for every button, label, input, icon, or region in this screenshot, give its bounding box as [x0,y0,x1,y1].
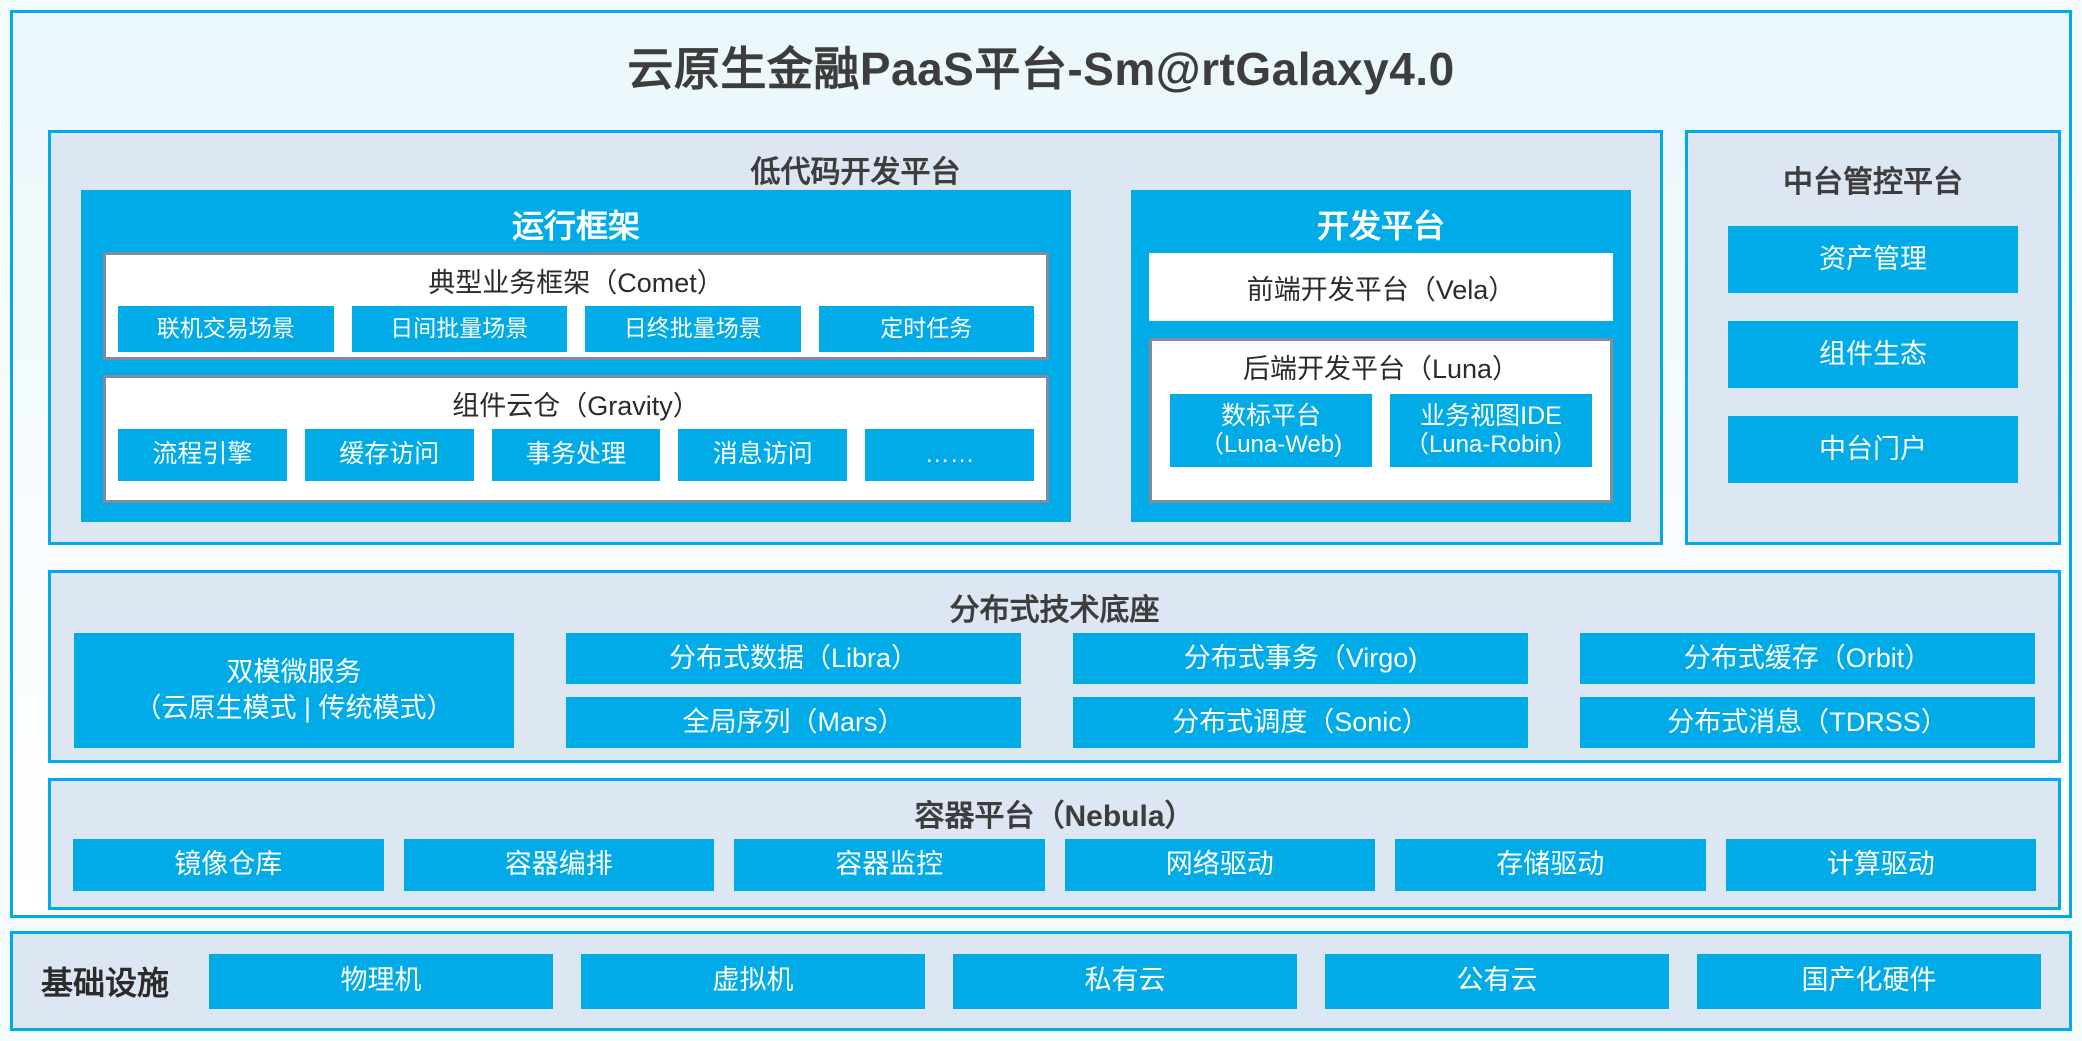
comet-item-scheduled-task[interactable]: 定时任务 [818,306,1034,352]
dtb-column-1: 分布式数据（Libra） 全局序列（Mars） [566,633,1021,748]
midoffice-item-component-ecosystem[interactable]: 组件生态 [1728,321,2018,388]
comet-business-framework-box: 典型业务框架（Comet） 联机交易场景 日间批量场景 日终批量场景 定时任务 [103,252,1049,360]
frontend-dev-platform-vela[interactable]: 前端开发平台（Vela） [1149,253,1613,321]
gravity-item-row: 流程引擎 缓存访问 事务处理 消息访问 …… [106,429,1046,481]
dtb-item-distributed-scheduling-sonic[interactable]: 分布式调度（Sonic） [1073,697,1528,748]
comet-title: 典型业务框架（Comet） [428,268,724,298]
development-platform-title: 开发平台 [1316,208,1445,244]
container-item-monitoring[interactable]: 容器监控 [734,839,1045,891]
infrastructure-label: 基础设施 [41,965,170,1001]
infra-item-private-cloud[interactable]: 私有云 [953,953,1298,1009]
luna-web-code: （Luna-Web) [1199,431,1343,459]
gravity-component-cloud-box: 组件云仓（Gravity） 流程引擎 缓存访问 事务处理 消息访问 …… [103,375,1049,503]
gravity-item-process-engine[interactable]: 流程引擎 [118,429,287,481]
container-item-network-driver[interactable]: 网络驱动 [1064,839,1375,891]
dtb-item-distributed-cache-orbit[interactable]: 分布式缓存（Orbit） [1580,633,2035,684]
luna-web-name: 数标平台 [1220,401,1321,430]
gravity-title: 组件云仓（Gravity） [452,391,700,421]
backend-dev-platform-luna-box: 后端开发平台（Luna） 数标平台 （Luna-Web) 业务视图IDE （Lu… [1149,338,1613,503]
dtb-column-2: 分布式事务（Virgo) 分布式调度（Sonic） [1073,633,1528,748]
infra-item-physical-machine[interactable]: 物理机 [209,953,554,1009]
distributed-tech-base-body: 双模微服务 （云原生模式 | 传统模式） 分布式数据（Libra） 全局序列（M… [74,633,2035,748]
dtb-item-distributed-data-libra[interactable]: 分布式数据（Libra） [566,633,1021,684]
dual-mode-microservice-line1: 双模微服务 [226,656,362,687]
dtb-item-distributed-transaction-virgo[interactable]: 分布式事务（Virgo) [1073,633,1528,684]
comet-item-online-transaction[interactable]: 联机交易场景 [118,306,334,352]
development-platform-card: 开发平台 前端开发平台（Vela） 后端开发平台（Luna） 数标平台 （Lun… [1131,190,1631,522]
infra-item-virtual-machine[interactable]: 虚拟机 [581,953,926,1009]
dual-mode-microservice-line2: （云原生模式 | 传统模式） [134,692,454,723]
midoffice-platform-title: 中台管控平台 [1783,166,1963,199]
midoffice-item-list: 资产管理 组件生态 中台门户 [1688,226,2058,483]
midoffice-item-asset-management[interactable]: 资产管理 [1728,226,2018,293]
dtb-item-global-sequence-mars[interactable]: 全局序列（Mars） [566,697,1021,748]
distributed-tech-base-title: 分布式技术底座 [949,594,1160,627]
luna-robin-code: （Luna-Robin） [1404,431,1578,459]
luna-title: 后端开发平台（Luna） [1242,354,1520,384]
gravity-item-cache-access[interactable]: 缓存访问 [304,429,474,481]
runtime-framework-title: 运行框架 [511,208,640,244]
comet-item-eod-batch[interactable]: 日终批量场景 [585,306,801,352]
gravity-item-transaction-processing[interactable]: 事务处理 [491,429,661,481]
infra-item-public-cloud[interactable]: 公有云 [1325,953,1670,1009]
container-item-orchestration[interactable]: 容器编排 [403,839,714,891]
dtb-column-3: 分布式缓存（Orbit） 分布式消息（TDRSS） [1580,633,2035,748]
container-item-storage-driver[interactable]: 存储驱动 [1395,839,1706,891]
container-platform-panel: 容器平台（Nebula） 镜像仓库 容器编排 容器监控 网络驱动 存储驱动 计算… [48,778,2061,910]
container-item-compute-driver[interactable]: 计算驱动 [1725,839,2036,891]
distributed-tech-base-panel: 分布式技术底座 双模微服务 （云原生模式 | 传统模式） 分布式数据（Libra… [48,570,2061,763]
luna-item-row: 数标平台 （Luna-Web) 业务视图IDE （Luna-Robin） [1152,394,1610,467]
dtb-item-dual-mode-microservice[interactable]: 双模微服务 （云原生模式 | 传统模式） [74,633,514,748]
dtb-item-distributed-message-tdrss[interactable]: 分布式消息（TDRSS） [1580,697,2035,748]
lowcode-platform-title: 低代码开发平台 [750,156,961,189]
runtime-framework-card: 运行框架 典型业务框架（Comet） 联机交易场景 日间批量场景 日终批量场景 … [81,190,1071,522]
platform-frame: 云原生金融PaaS平台-Sm@rtGalaxy4.0 低代码开发平台 运行框架 … [10,10,2072,918]
luna-robin-name: 业务视图IDE [1420,401,1562,430]
container-item-image-registry[interactable]: 镜像仓库 [73,839,384,891]
infrastructure-bar: 基础设施 物理机 虚拟机 私有云 公有云 国产化硬件 [10,931,2072,1031]
gravity-item-message-access[interactable]: 消息访问 [678,429,848,481]
page-title: 云原生金融PaaS平台-Sm@rtGalaxy4.0 [627,43,1455,95]
gravity-item-more-ellipsis[interactable]: …… [865,429,1034,481]
luna-item-luna-robin[interactable]: 业务视图IDE （Luna-Robin） [1390,394,1592,467]
lowcode-platform-panel: 低代码开发平台 运行框架 典型业务框架（Comet） 联机交易场景 日间批量场景… [48,130,1663,545]
luna-item-luna-web[interactable]: 数标平台 （Luna-Web) [1170,394,1372,467]
comet-item-row: 联机交易场景 日间批量场景 日终批量场景 定时任务 [106,306,1046,352]
comet-item-intraday-batch[interactable]: 日间批量场景 [351,306,567,352]
infra-item-domestic-hardware[interactable]: 国产化硬件 [1697,953,2042,1009]
container-platform-title: 容器平台（Nebula） [914,800,1195,833]
container-item-row: 镜像仓库 容器编排 容器监控 网络驱动 存储驱动 计算驱动 [73,839,2036,891]
midoffice-control-platform-panel: 中台管控平台 资产管理 组件生态 中台门户 [1685,130,2061,545]
midoffice-item-portal[interactable]: 中台门户 [1728,416,2018,483]
